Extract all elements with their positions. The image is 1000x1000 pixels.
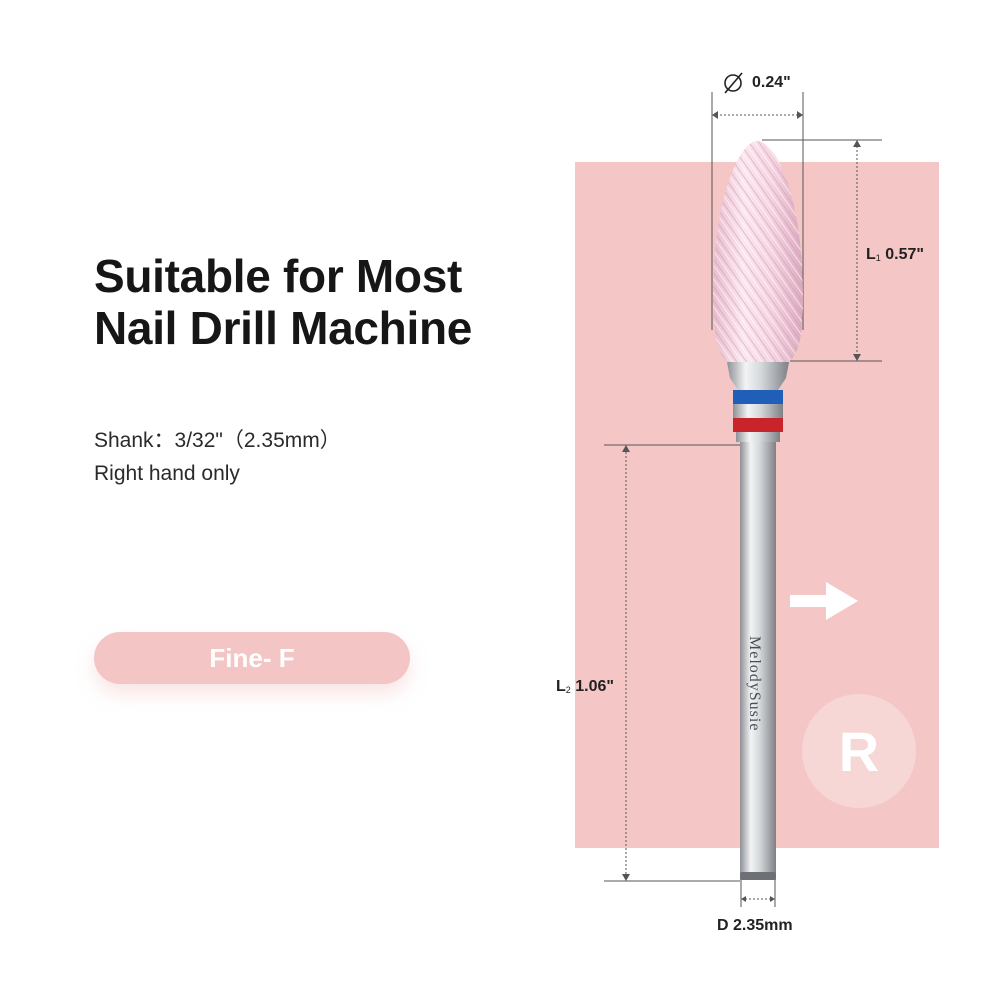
shank-spec: Shank：3/32"（2.35mm）: [94, 429, 341, 452]
shank-length-subscript: 2: [565, 685, 571, 695]
rotation-badge-letter: R: [838, 719, 880, 783]
lower-collar: [736, 432, 780, 442]
rotation-direction-arrow-icon: [790, 582, 858, 620]
head-length-label: L1 0.57": [866, 246, 924, 264]
rotation-badge: R: [802, 694, 916, 808]
shank-length-prefix: L: [556, 678, 566, 695]
head-length-value: 0.57": [885, 246, 924, 263]
shank-length-value: 1.06": [575, 678, 614, 695]
head-length-subscript: 1: [875, 253, 881, 263]
grit-badge: Fine- F: [94, 632, 410, 684]
brand-engraving: MelodySusie: [746, 636, 763, 731]
drill-shank: [740, 440, 776, 880]
shank-diameter-label: D 2.35mm: [717, 917, 793, 934]
head-diameter-label: 0.24": [752, 74, 791, 91]
drill-neck: [727, 362, 789, 390]
blue-ring: [733, 390, 783, 404]
l2-arrowheads: [622, 445, 630, 881]
shank-length-label: L2 1.06": [556, 678, 614, 696]
drill-head: [713, 141, 803, 362]
red-ring: [733, 418, 783, 432]
hand-spec: Right hand only: [94, 462, 240, 485]
silver-ring: [733, 404, 783, 418]
diameter-symbol-icon: [724, 72, 743, 94]
headline: Suitable for Most Nail Drill Machine: [94, 250, 472, 354]
grit-badge-label: Fine- F: [209, 642, 295, 673]
headline-line-1: Suitable for Most: [94, 250, 463, 302]
head-length-prefix: L: [866, 246, 876, 263]
shank-end: [740, 872, 776, 880]
headline-line-2: Nail Drill Machine: [94, 302, 473, 354]
